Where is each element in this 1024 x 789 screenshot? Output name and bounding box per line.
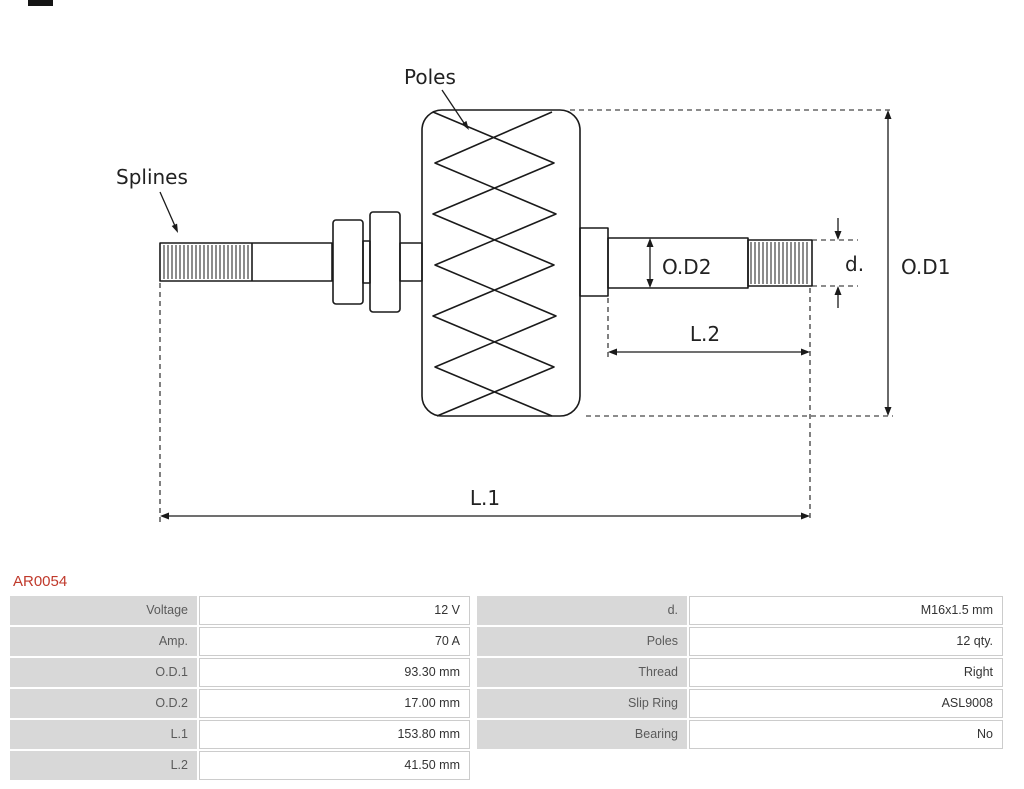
corner-logo-artifact (28, 0, 53, 6)
spec-value-l1: 153.80 mm (199, 720, 470, 749)
rotor-outline (159, 109, 813, 417)
l2-label: L.2 (690, 322, 720, 346)
left-shaft (159, 242, 333, 282)
part-number: AR0054 (13, 573, 68, 590)
spec-label-slipring: Slip Ring (477, 689, 687, 718)
spec-label-poles: Poles (477, 627, 687, 656)
collar-neck (362, 240, 371, 284)
construction-lines (159, 109, 893, 522)
arrow-l2-left (608, 348, 617, 356)
arrow-od1-up (884, 110, 892, 119)
threaded-end (747, 239, 813, 287)
spec-value-amp: 70 A (199, 627, 470, 656)
spec-label-thread: Thread (477, 658, 687, 687)
poles-leader-line (441, 89, 465, 124)
drawing-labels: Poles Splines O.D2 d. O.D1 L.2 L.1 (116, 65, 950, 510)
body-neck (399, 242, 423, 282)
spec-label-od2: O.D.2 (10, 689, 197, 718)
arrow-od2-up (646, 238, 654, 247)
arrow-l1-left (160, 512, 169, 520)
spec-table-left: Voltage 12 V Amp. 70 A O.D.1 93.30 mm O.… (10, 596, 470, 780)
spec-value-slipring: ASL9008 (689, 689, 1003, 718)
d-label: d. (845, 252, 864, 276)
arrow-od1-down (884, 407, 892, 416)
spec-value-od1: 93.30 mm (199, 658, 470, 687)
spec-value-l2: 41.50 mm (199, 751, 470, 780)
splines-label: Splines (116, 165, 188, 189)
spline-hatch (163, 245, 249, 279)
arrow-l1-right (801, 512, 810, 520)
l1-label: L.1 (470, 486, 500, 510)
pole-claws (432, 111, 557, 417)
spec-value-poles: 12 qty. (689, 627, 1003, 656)
pole-body (421, 109, 581, 417)
spec-label-l2: L.2 (10, 751, 197, 780)
poles-label: Poles (404, 65, 456, 89)
collar-ring-1 (332, 219, 364, 305)
arrow-l2-right (801, 348, 810, 356)
spec-value-d: M16x1.5 mm (689, 596, 1003, 625)
spec-value-od2: 17.00 mm (199, 689, 470, 718)
arrow-od2-down (646, 279, 654, 288)
arrow-d-up (834, 286, 842, 295)
collar-ring-2 (369, 211, 401, 313)
arrow-d-down (834, 231, 842, 240)
arrow-splines-leader (171, 223, 178, 233)
dimension-lines (159, 89, 889, 517)
arrowheads (160, 110, 892, 520)
spec-value-thread: Right (689, 658, 1003, 687)
od2-label: O.D2 (662, 255, 711, 279)
spec-value-voltage: 12 V (199, 596, 470, 625)
step-ring (579, 227, 609, 297)
spec-label-od1: O.D.1 (10, 658, 197, 687)
spec-label-bearing: Bearing (477, 720, 687, 749)
spec-label-l1: L.1 (10, 720, 197, 749)
spec-label-voltage: Voltage (10, 596, 197, 625)
od1-label: O.D1 (901, 255, 950, 279)
spec-label-amp: Amp. (10, 627, 197, 656)
spec-value-bearing: No (689, 720, 1003, 749)
arrow-poles-leader (461, 120, 469, 130)
spec-table-right: d. M16x1.5 mm Poles 12 qty. Thread Right… (477, 596, 1003, 749)
thread-hatch (750, 242, 808, 284)
technical-drawing: Poles Splines O.D2 d. O.D1 L.2 L.1 (28, 0, 950, 522)
spec-label-d: d. (477, 596, 687, 625)
splines-leader-line (159, 191, 176, 227)
